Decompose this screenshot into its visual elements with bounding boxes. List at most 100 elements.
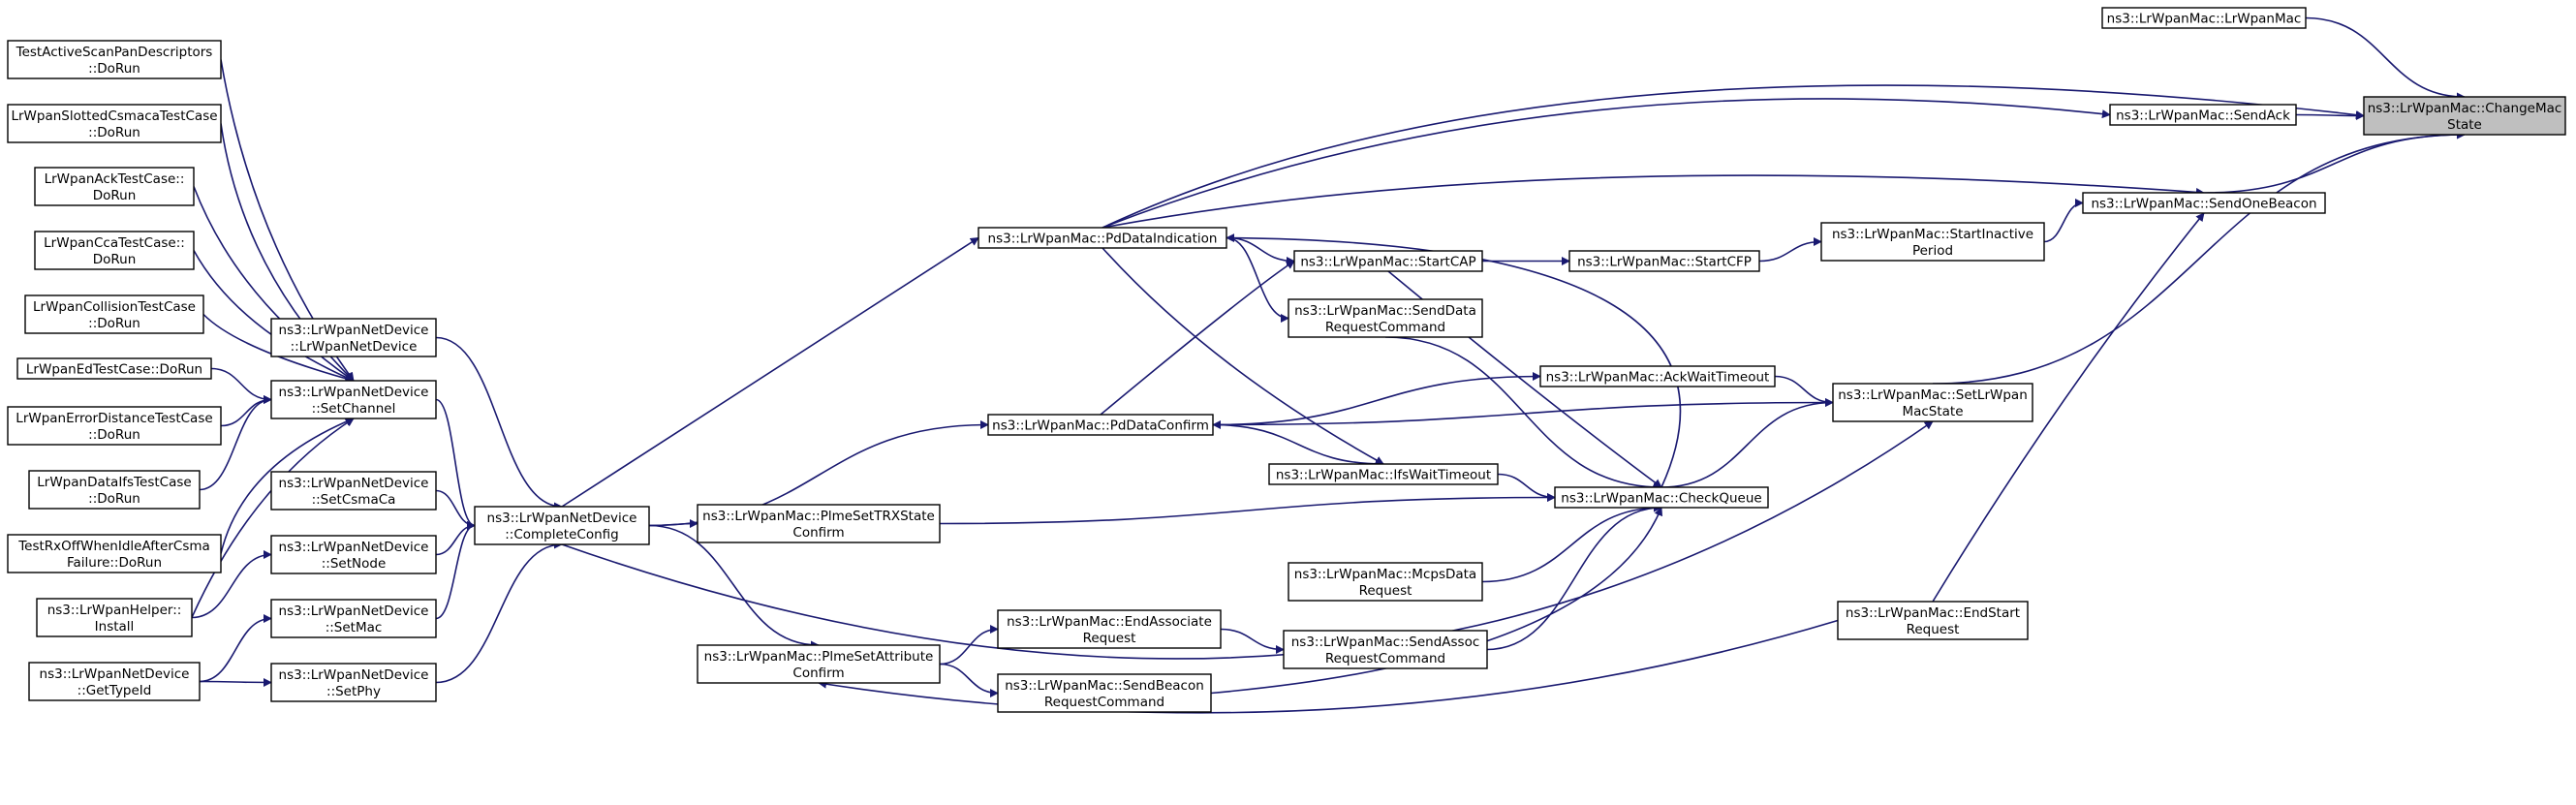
- node-box: [697, 644, 941, 684]
- edge-pdDataInd-to-sendAck: [1102, 98, 2111, 229]
- node-box: [1283, 630, 1488, 669]
- node-label: Request: [1083, 631, 1136, 646]
- edge-plmeSetTRX-to-checkQueue: [939, 493, 1556, 525]
- node-t_slotted[interactable]: LrWpanSlottedCsmacaTestCase::DoRun: [7, 104, 222, 143]
- edge-startCFP-to-startInactive: [1758, 237, 1822, 263]
- node-t_cca[interactable]: LrWpanCcaTestCase::DoRun: [34, 231, 195, 270]
- node-t_errDist[interactable]: LrWpanErrorDistanceTestCase::DoRun: [7, 406, 222, 446]
- node-lrwpanmac[interactable]: ns3::LrWpanMac::LrWpanMac: [2101, 7, 2307, 29]
- node-getTypeId[interactable]: ns3::LrWpanNetDevice::GetTypeId: [28, 662, 201, 701]
- edge-pdDataInd-to-ifsWait: [1102, 247, 1384, 465]
- node-label: ::SetCsmaCa: [312, 492, 396, 508]
- node-label: ::SetChannel: [312, 401, 396, 417]
- node-box: [1554, 486, 1769, 509]
- node-label: Failure::DoRun: [67, 555, 162, 571]
- node-box: [1832, 383, 2033, 422]
- edge-mcpsData-to-checkQueue: [1481, 503, 1662, 583]
- node-box: [28, 662, 201, 701]
- node-label: TestRxOffWhenIdleAfterCsma: [17, 539, 210, 554]
- node-completeConfig[interactable]: ns3::LrWpanNetDevice::CompleteConfig: [474, 506, 650, 545]
- node-label: Confirm: [792, 666, 844, 681]
- edge-pdDataInd-to-changeState: [1102, 84, 2365, 229]
- node-box: [1293, 250, 1483, 272]
- node-setPhy[interactable]: ns3::LrWpanNetDevice::SetPhy: [270, 663, 437, 702]
- node-ifsWait[interactable]: ns3::LrWpanMac::IfsWaitTimeout: [1268, 463, 1499, 485]
- node-t_dataIfs[interactable]: LrWpanDataIfsTestCase::DoRun: [28, 470, 201, 510]
- edge-ctorNetDevice-to-completeConfig: [435, 336, 563, 511]
- edge-pdDataConfirm-to-ifsWait: [1212, 423, 1384, 469]
- edge-endStart-to-sendOneBeacon: [1932, 212, 2205, 603]
- node-setChannel[interactable]: ns3::LrWpanNetDevice::SetChannel: [270, 380, 437, 419]
- node-label: ::DoRun: [88, 61, 140, 77]
- node-startCFP[interactable]: ns3::LrWpanMac::StartCFP: [1568, 250, 1760, 272]
- node-sendAck[interactable]: ns3::LrWpanMac::SendAck: [2109, 104, 2297, 126]
- node-label: LrWpanCcaTestCase::: [44, 235, 185, 251]
- edge-pdDataInd-to-sendOneBeacon: [1102, 174, 2205, 229]
- node-label: ::SetPhy: [326, 684, 381, 699]
- node-box: [24, 294, 204, 334]
- node-box: [2363, 96, 2566, 136]
- edge-ackWait-to-setLrWpanMacState: [1774, 375, 1834, 407]
- node-setMac[interactable]: ns3::LrWpanNetDevice::SetMac: [270, 599, 437, 638]
- edge-getTypeId-to-setMac: [199, 614, 272, 683]
- node-label: ns3::LrWpanMac::EndStart: [1846, 605, 2020, 621]
- edge-plmeSetAttr-to-sendBeaconReq: [939, 663, 999, 697]
- node-box: [1539, 365, 1776, 387]
- edge-checkQueue-to-setLrWpanMacState: [1660, 398, 1834, 488]
- node-label: LrWpanEdTestCase::DoRun: [26, 362, 202, 378]
- node-box: [34, 167, 195, 206]
- node-box: [697, 504, 941, 543]
- node-box: [2082, 192, 2326, 214]
- node-label: ns3::LrWpanHelper::: [47, 603, 182, 618]
- node-label: Period: [1912, 243, 1953, 259]
- node-box: [270, 318, 437, 357]
- edge-pdDataInd-to-sendDataReq: [1226, 236, 1289, 323]
- node-box: [34, 231, 195, 270]
- node-ctorNetDevice[interactable]: ns3::LrWpanNetDevice::LrWpanNetDevice: [270, 318, 437, 357]
- node-label: ns3::LrWpanMac::LrWpanMac: [2107, 12, 2302, 27]
- node-t_activeScan[interactable]: TestActiveScanPanDescriptors::DoRun: [7, 40, 222, 79]
- node-label: ::SetNode: [322, 556, 387, 572]
- edge-pdDataConfirm-to-ackWait: [1212, 372, 1541, 426]
- node-label: ns3::LrWpanNetDevice: [279, 540, 429, 555]
- node-t_ack[interactable]: LrWpanAckTestCase::DoRun: [34, 167, 195, 206]
- node-setCsmaCa[interactable]: ns3::LrWpanNetDevice::SetCsmaCa: [270, 471, 437, 511]
- node-checkQueue[interactable]: ns3::LrWpanMac::CheckQueue: [1554, 486, 1769, 509]
- node-sendOneBeacon[interactable]: ns3::LrWpanMac::SendOneBeacon: [2082, 192, 2326, 214]
- edge-checkQueue-to-pdDataInd: [1226, 233, 1682, 488]
- node-t_ed[interactable]: LrWpanEdTestCase::DoRun: [16, 357, 212, 380]
- edge-completeConfig-to-pdDataInd: [561, 236, 979, 508]
- node-box: [1820, 222, 2045, 262]
- node-box: [270, 471, 437, 511]
- node-box: [997, 673, 1212, 713]
- node-startCAP[interactable]: ns3::LrWpanMac::StartCAP: [1293, 250, 1483, 272]
- node-setNode[interactable]: ns3::LrWpanNetDevice::SetNode: [270, 535, 437, 574]
- node-pdDataConfirm[interactable]: ns3::LrWpanMac::PdDataConfirm: [987, 414, 1214, 436]
- node-box: [16, 357, 212, 380]
- node-pdDataInd[interactable]: ns3::LrWpanMac::PdDataIndication: [978, 227, 1227, 249]
- edge-sendOneBeacon-to-changeState: [2203, 130, 2466, 194]
- node-label: ns3::LrWpanNetDevice: [279, 667, 429, 683]
- node-t_collision[interactable]: LrWpanCollisionTestCase::DoRun: [24, 294, 204, 334]
- node-ackWait[interactable]: ns3::LrWpanMac::AckWaitTimeout: [1539, 365, 1776, 387]
- edge-t_ack-to-setChannel: [193, 186, 355, 382]
- node-helperInstall[interactable]: ns3::LrWpanHelper::Install: [36, 598, 193, 637]
- node-box: [7, 40, 222, 79]
- node-label: ns3::LrWpanMac::PlmeSetTRXState: [702, 509, 935, 524]
- edge-sendBeaconReq-to-checkQueue: [1210, 507, 1663, 695]
- node-label: ::CompleteConfig: [505, 527, 618, 542]
- node-label: ns3::LrWpanNetDevice: [279, 323, 429, 338]
- node-box: [28, 470, 201, 510]
